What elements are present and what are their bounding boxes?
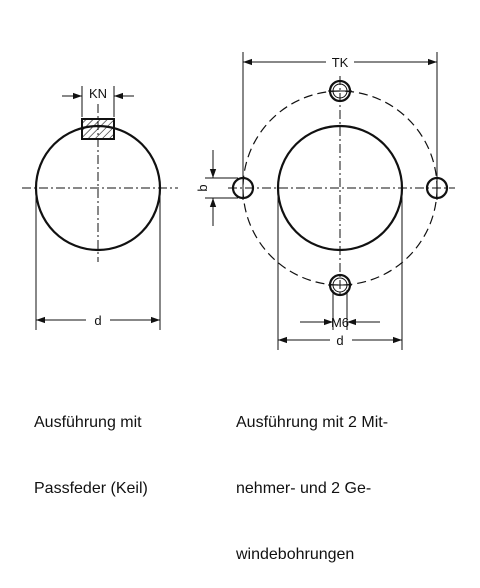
left-view-caption: Ausführung mit Passfeder (Keil) [34, 368, 148, 522]
left-d-dimension-label: d [94, 313, 101, 328]
right-caption-line-2: nehmer- und 2 Ge- [236, 480, 372, 497]
b-dimension-label: b [195, 184, 210, 191]
right-shaft-circle [276, 124, 404, 252]
right-view: TK b M6 d [195, 52, 455, 350]
tk-dimension-label: TK [332, 55, 349, 70]
left-view: KN d [22, 86, 178, 330]
right-d-dimension-label: d [336, 333, 343, 348]
kn-dimension-label: KN [89, 86, 107, 101]
m6-dimension-label: M6 [331, 315, 349, 330]
bolt-circle [242, 90, 438, 286]
right-caption-line-3: windebohrungen [236, 546, 355, 563]
left-caption-line-2: Passfeder (Keil) [34, 480, 148, 497]
left-caption-line-1: Ausführung mit [34, 414, 142, 431]
technical-drawing: KN d TK [22, 52, 455, 350]
right-view-caption: Ausführung mit 2 Mit- nehmer- und 2 Ge- … [236, 368, 388, 588]
right-caption-line-1: Ausführung mit 2 Mit- [236, 414, 389, 431]
keyway-hatched [81, 118, 115, 140]
